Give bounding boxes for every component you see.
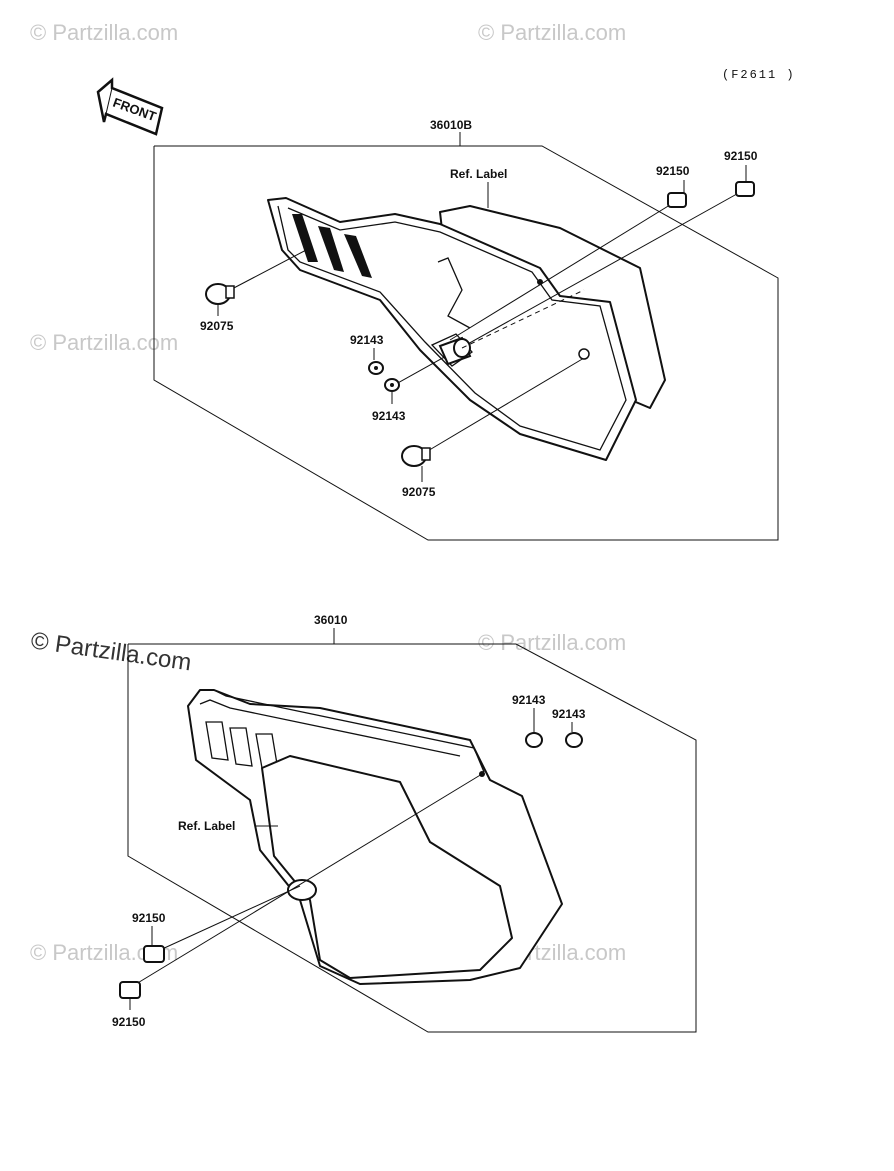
assembly-bottom: 36010 Ref. Label 92143 92143: [112, 613, 697, 1033]
diagram-code: (F2611 ): [722, 68, 796, 82]
bottom-collar-left-number: 92143: [512, 693, 546, 707]
bottom-screw-lower: 92150: [112, 981, 146, 1029]
assembly-bottom-ref-label: Ref. Label: [178, 819, 235, 833]
top-screw-inner-number: 92150: [656, 164, 690, 178]
top-collar-upper: 92143: [350, 333, 384, 375]
bottom-mount-boss: [287, 771, 485, 901]
top-collar-upper-number: 92143: [350, 333, 384, 347]
bottom-collar-right: 92143: [552, 707, 586, 748]
top-screw-outer: 92150: [724, 149, 758, 197]
assembly-top-ref-label: Ref. Label: [450, 167, 507, 181]
top-grommet-upper-number: 92075: [200, 319, 234, 333]
assembly-top-boundary: [153, 145, 779, 541]
assembly-top-part-number: 36010B: [430, 118, 472, 132]
top-grommet-lower-number: 92075: [402, 485, 436, 499]
top-screw-outer-number: 92150: [724, 149, 758, 163]
top-mount-boss: [438, 279, 590, 366]
front-arrow-icon: FRONT: [96, 77, 164, 136]
top-collar-lower: 92143: [372, 378, 406, 423]
assembly-bottom-part-number: 36010: [314, 613, 348, 627]
watermark-1: © Partzilla.com: [30, 20, 178, 45]
watermark-main: © Partzilla.com: [29, 627, 193, 676]
watermark-3: © Partzilla.com: [30, 330, 178, 355]
assembly-top: 36010B Ref. Label 92150 92150: [153, 118, 779, 541]
top-grommet-upper: 92075: [200, 283, 235, 333]
bottom-collar-right-number: 92143: [552, 707, 586, 721]
assembly-bottom-boundary: [127, 643, 697, 1033]
bottom-collar-left: 92143: [512, 693, 546, 748]
watermark-2: © Partzilla.com: [478, 20, 626, 45]
bottom-screw-upper: 92150: [132, 911, 166, 963]
bottom-screw-lower-number: 92150: [112, 1015, 146, 1029]
bottom-screw-upper-number: 92150: [132, 911, 166, 925]
top-screw-inner: 92150: [656, 164, 690, 208]
watermark-5: © Partzilla.com: [478, 630, 626, 655]
top-grommet-lower: 92075: [401, 445, 436, 499]
top-collar-lower-number: 92143: [372, 409, 406, 423]
